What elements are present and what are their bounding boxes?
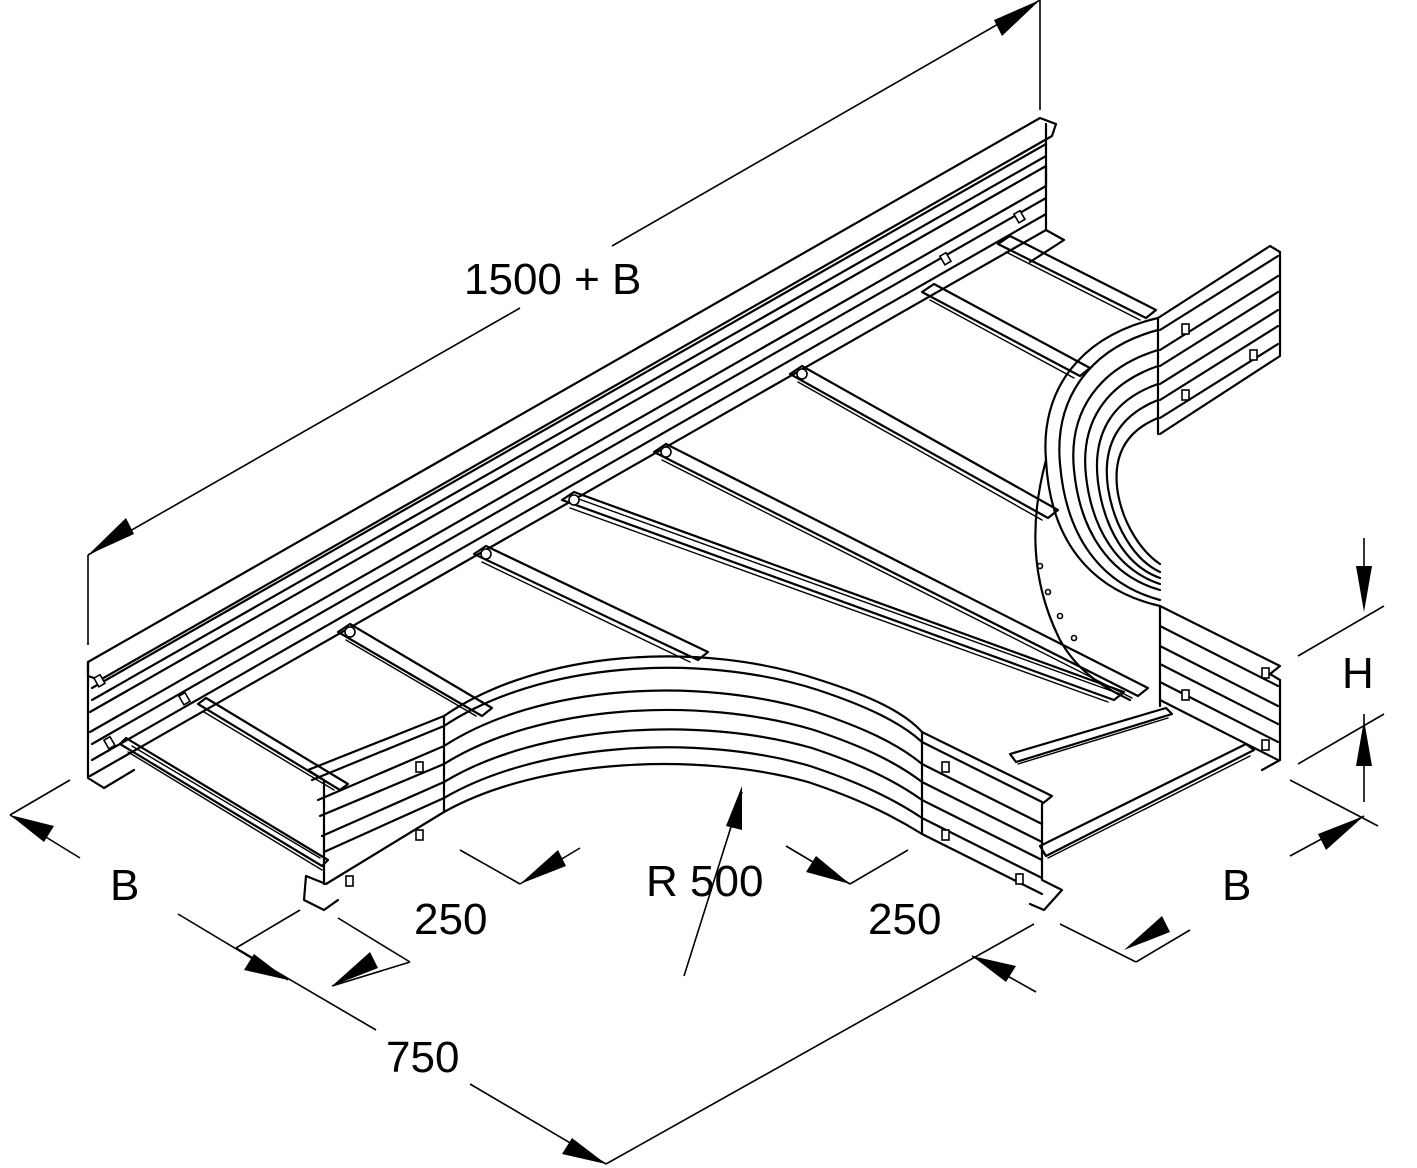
rung	[472, 544, 710, 663]
radius-label: R 500	[646, 857, 763, 906]
depth-label: 750	[386, 1033, 459, 1082]
dimension-lines	[9, 0, 1385, 1165]
rung	[996, 234, 1158, 321]
rung	[788, 364, 1060, 521]
rung	[1008, 706, 1174, 765]
offset-label-left: 250	[414, 895, 487, 944]
width-label-right: B	[1222, 861, 1251, 910]
rungs	[118, 234, 1256, 871]
width-label-left: B	[110, 861, 139, 910]
rung	[652, 442, 1150, 699]
dimension-labels: 1500 + B B B H R 500 250 250 750	[110, 255, 1374, 1082]
back-side-rail	[86, 116, 1066, 790]
offset-label-right: 250	[868, 895, 941, 944]
length-label: 1500 + B	[464, 255, 641, 304]
height-label: H	[1342, 649, 1374, 698]
rung	[118, 736, 330, 871]
rung	[1038, 742, 1256, 859]
rung	[336, 622, 494, 718]
front-curved-rail	[302, 655, 1064, 912]
rung	[196, 696, 350, 792]
rung	[920, 282, 1092, 379]
rung	[560, 490, 1126, 703]
right-branch-curved-rail	[1034, 244, 1282, 772]
